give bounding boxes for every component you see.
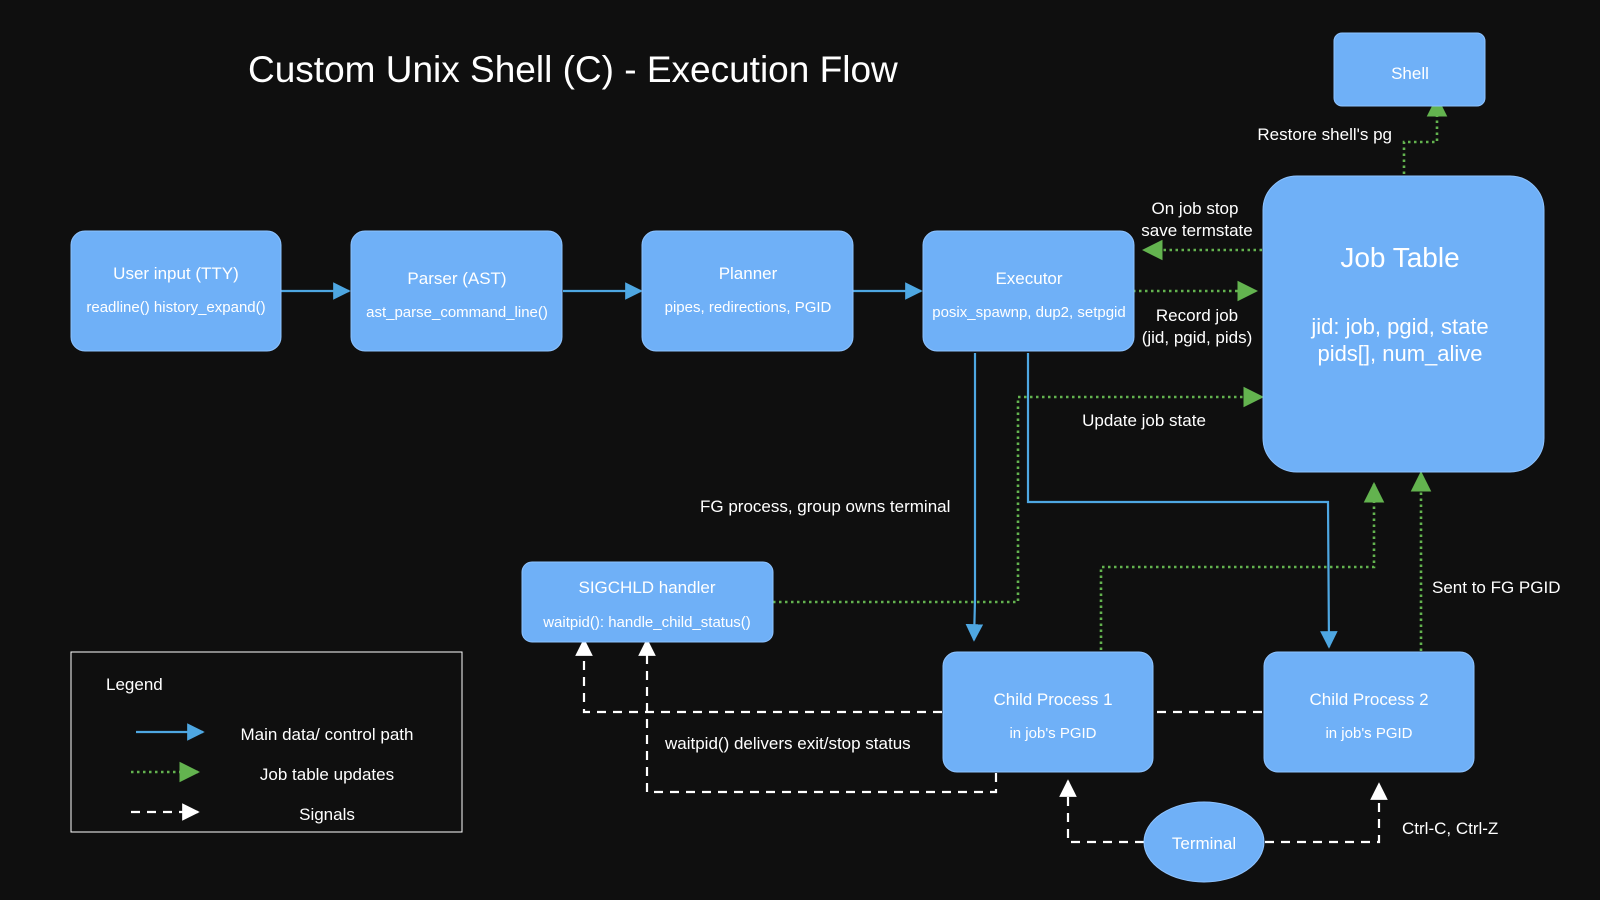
label-on-job-stop: On job stop xyxy=(1152,199,1239,218)
node-job-table-sub1: jid: job, pgid, state xyxy=(1310,314,1488,339)
label-restore-shell-pg: Restore shell's pg xyxy=(1257,125,1392,144)
node-planner-sub: pipes, redirections, PGID xyxy=(665,299,832,316)
node-shell-title: Shell xyxy=(1391,64,1429,83)
node-user-input[interactable]: User input (TTY) readline() history_expa… xyxy=(70,230,282,352)
node-executor[interactable]: Executor posix_spawnp, dup2, setpgid xyxy=(922,230,1135,352)
edge-executor-to-child2 xyxy=(1026,353,1338,649)
edge-sigchld-to-jobtable xyxy=(773,386,1265,604)
node-user-input-sub: readline() history_expand() xyxy=(86,299,265,316)
node-child1-title: Child Process 1 xyxy=(993,690,1112,709)
node-child-process-2[interactable]: Child Process 2 in job's PGID xyxy=(1263,651,1475,773)
node-parser-sub: ast_parse_command_line() xyxy=(366,304,548,321)
legend: Legend Main data/ control path Job table… xyxy=(70,651,463,833)
node-job-table-title: Job Table xyxy=(1340,242,1459,273)
label-fg-process: FG process, group owns terminal xyxy=(700,497,950,516)
node-child2-sub: in job's PGID xyxy=(1325,725,1412,742)
node-terminal-title: Terminal xyxy=(1172,834,1236,853)
legend-box xyxy=(70,651,463,833)
node-planner-title: Planner xyxy=(719,264,778,283)
edge-child1-to-sigchld-b xyxy=(638,638,998,794)
node-executor-sub: posix_spawnp, dup2, setpgid xyxy=(932,304,1125,321)
node-planner[interactable]: Planner pipes, redirections, PGID xyxy=(641,230,854,352)
node-user-input-title: User input (TTY) xyxy=(113,264,239,283)
label-ctrl-keys: Ctrl-C, Ctrl-Z xyxy=(1402,819,1498,838)
node-child-process-1[interactable]: Child Process 1 in job's PGID xyxy=(942,651,1154,773)
legend-job-updates-label: Job table updates xyxy=(260,765,394,784)
label-record-job-fields: (jid, pgid, pids) xyxy=(1142,328,1253,347)
node-terminal[interactable]: Terminal xyxy=(1143,801,1265,883)
node-child2-title: Child Process 2 xyxy=(1309,690,1428,709)
edge-terminal-to-child1 xyxy=(1059,779,1144,844)
node-parser[interactable]: Parser (AST) ast_parse_command_line() xyxy=(350,230,563,352)
legend-title: Legend xyxy=(106,675,163,694)
main-path-edges xyxy=(281,282,1338,649)
job-update-edges xyxy=(773,95,1448,651)
edge-executor-to-child1 xyxy=(965,353,984,642)
edge-child1-to-jobtable xyxy=(1099,481,1385,650)
edge-children-to-sigchld-a xyxy=(575,638,1262,714)
label-sent-to-fg-pgid: Sent to FG PGID xyxy=(1432,578,1561,597)
page-title: Custom Unix Shell (C) - Execution Flow xyxy=(248,49,898,90)
label-save-termstate: save termstate xyxy=(1141,221,1253,240)
node-job-table[interactable]: Job Table jid: job, pgid, state pids[], … xyxy=(1262,175,1545,473)
node-sigchld-handler[interactable]: SIGCHLD handler waitpid(): handle_child_… xyxy=(521,561,774,643)
node-child1-sub: in job's PGID xyxy=(1009,725,1096,742)
edge-jobtable-to-shell xyxy=(1402,95,1448,174)
label-waitpid-delivers: waitpid() delivers exit/stop status xyxy=(664,734,911,753)
node-sigchld-title: SIGCHLD handler xyxy=(578,578,715,597)
edge-terminal-to-child2 xyxy=(1265,782,1388,844)
node-job-table-sub2: pids[], num_alive xyxy=(1317,341,1482,366)
label-record-job: Record job xyxy=(1156,306,1238,325)
node-executor-title: Executor xyxy=(995,269,1062,288)
legend-main-path-label: Main data/ control path xyxy=(241,725,414,744)
node-sigchld-sub: waitpid(): handle_child_status() xyxy=(542,614,751,631)
node-shell[interactable]: Shell xyxy=(1333,32,1486,107)
legend-signals-label: Signals xyxy=(299,805,355,824)
label-update-job-state: Update job state xyxy=(1082,411,1206,430)
node-parser-title: Parser (AST) xyxy=(407,269,506,288)
